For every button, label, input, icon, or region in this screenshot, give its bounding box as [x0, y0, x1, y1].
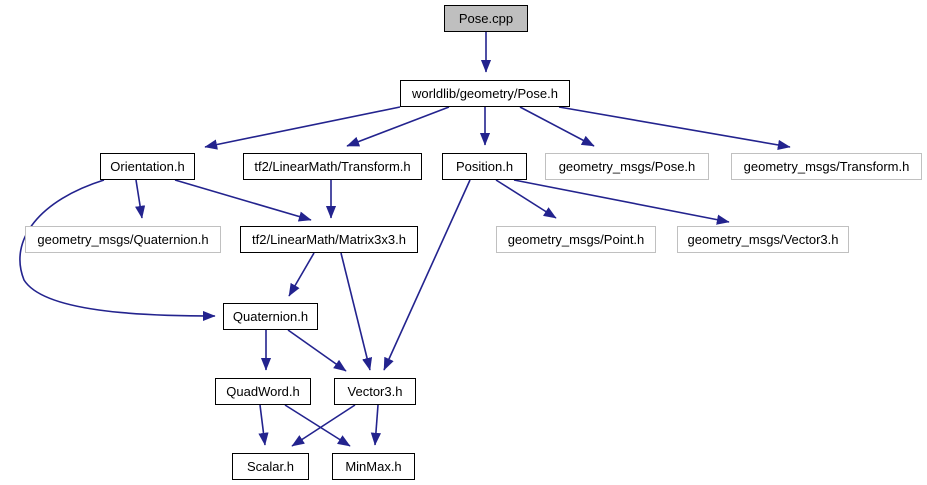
graph-edge-position_h-to-gm_point_h	[495, 179, 557, 219]
graph-node-label: geometry_msgs/Point.h	[507, 232, 645, 247]
graph-node-worldlib_pose_h[interactable]: worldlib/geometry/Pose.h	[400, 80, 570, 107]
graph-edge-position_h-to-vector3_h	[383, 179, 471, 371]
graph-node-tf2_matrix3x3_h[interactable]: tf2/LinearMath/Matrix3x3.h	[240, 226, 418, 253]
graph-edge-worldlib_pose_h-to-gm_transform_h	[558, 106, 791, 150]
graph-node-label: Vector3.h	[347, 384, 403, 399]
graph-node-label: MinMax.h	[345, 459, 402, 474]
graph-edge-position_h-to-gm_vector3_h	[513, 179, 730, 225]
graph-edge-orientation_h-to-tf2_matrix3x3_h	[174, 179, 312, 222]
graph-node-gm_point_h[interactable]: geometry_msgs/Point.h	[496, 226, 656, 253]
graph-node-label: Position.h	[455, 159, 514, 174]
graph-node-label: geometry_msgs/Pose.h	[558, 159, 696, 174]
graph-node-label: Quaternion.h	[232, 309, 309, 324]
graph-edge-worldlib_pose_h-to-tf2_transform_h	[346, 106, 450, 147]
graph-node-label: Pose.cpp	[458, 11, 514, 26]
graph-node-scalar_h[interactable]: Scalar.h	[232, 453, 309, 480]
graph-edge-vector3_h-to-scalar_h	[291, 404, 356, 447]
graph-node-gm_vector3_h[interactable]: geometry_msgs/Vector3.h	[677, 226, 849, 253]
graph-node-vector3_h[interactable]: Vector3.h	[334, 378, 416, 405]
graph-edge-quaternion_h-to-vector3_h	[287, 329, 347, 372]
graph-edge-vector3_h-to-minmax_h	[370, 404, 382, 446]
graph-edge-orientation_h-to-gm_quaternion_h	[135, 179, 146, 219]
graph-node-quadword_h[interactable]: QuadWord.h	[215, 378, 311, 405]
graph-node-label: worldlib/geometry/Pose.h	[412, 86, 558, 101]
graph-node-label: Scalar.h	[247, 459, 294, 474]
graph-node-label: geometry_msgs/Transform.h	[743, 159, 910, 174]
graph-edge-worldlib_pose_h-to-gm_pose_h	[519, 106, 595, 147]
graph-node-label: Orientation.h	[110, 159, 185, 174]
graph-edge-tf2_matrix3x3_h-to-quaternion_h	[288, 252, 315, 297]
graph-node-label: tf2/LinearMath/Matrix3x3.h	[252, 232, 406, 247]
graph-node-pose_cpp[interactable]: Pose.cpp	[444, 5, 528, 32]
graph-node-minmax_h[interactable]: MinMax.h	[332, 453, 415, 480]
graph-node-label: geometry_msgs/Vector3.h	[687, 232, 839, 247]
graph-node-gm_quaternion_h[interactable]: geometry_msgs/Quaternion.h	[25, 226, 221, 253]
graph-node-quaternion_h[interactable]: Quaternion.h	[223, 303, 318, 330]
graph-node-label: QuadWord.h	[226, 384, 300, 399]
graph-edge-orientation_h-to-quaternion_h	[19, 179, 216, 322]
graph-edge-quadword_h-to-minmax_h	[284, 404, 351, 447]
edge-paths	[19, 32, 791, 447]
graph-node-tf2_transform_h[interactable]: tf2/LinearMath/Transform.h	[243, 153, 422, 180]
graph-node-orientation_h[interactable]: Orientation.h	[100, 153, 195, 180]
graph-node-label: geometry_msgs/Quaternion.h	[37, 232, 209, 247]
graph-node-label: tf2/LinearMath/Transform.h	[254, 159, 411, 174]
graph-edge-quadword_h-to-scalar_h	[258, 404, 269, 446]
graph-node-position_h[interactable]: Position.h	[442, 153, 527, 180]
graph-edge-worldlib_pose_h-to-orientation_h	[204, 106, 401, 150]
graph-node-gm_pose_h[interactable]: geometry_msgs/Pose.h	[545, 153, 709, 180]
graph-edge-tf2_matrix3x3_h-to-vector3_h	[340, 252, 373, 371]
graph-node-gm_transform_h[interactable]: geometry_msgs/Transform.h	[731, 153, 922, 180]
